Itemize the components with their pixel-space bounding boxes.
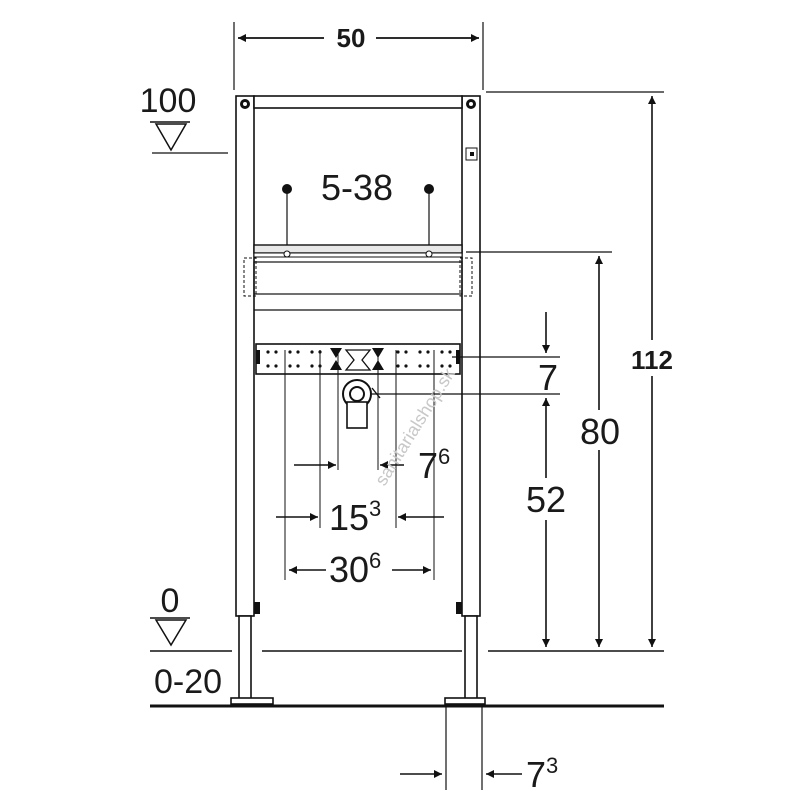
svg-text:73: 73: [526, 753, 558, 795]
drain-pipe: [346, 401, 368, 429]
level-marker-top: 100: [140, 82, 228, 154]
dimension-spacing-lines: [284, 350, 435, 580]
label-fixing-range: 5-38: [321, 167, 393, 208]
dimension-height-mid: 80: [466, 251, 626, 647]
dimension-spacing-inner: 76: [294, 444, 450, 486]
watermark: sanitarialshop.sk: [371, 364, 460, 489]
label-height-outlet: 52: [526, 479, 566, 520]
label-adjust-range: 0-20: [154, 663, 222, 701]
frame: 5-38: [230, 95, 486, 705]
label-spacing-mid: 15: [329, 497, 369, 538]
fixing-point-icon: [424, 184, 434, 194]
label-foot-width: 7: [526, 754, 546, 795]
svg-text:76: 76: [418, 444, 450, 486]
dimension-foot-width: 73: [400, 706, 558, 795]
level-triangle-icon: [154, 619, 188, 647]
floor-lines: [150, 650, 664, 708]
label-level-floor: 0: [161, 582, 180, 620]
label-height-mid: 80: [580, 411, 620, 452]
label-gap-small: 7: [538, 357, 558, 398]
dimension-spacing-outer: 306: [289, 548, 431, 590]
level-triangle-icon: [154, 123, 188, 152]
valve-icon: [330, 348, 342, 370]
label-spacing-inner: 7: [418, 445, 438, 486]
label-spacing-mid-sup: 3: [369, 496, 381, 521]
dimension-height-outlet: 7 52: [372, 312, 572, 647]
label-spacing-inner-sup: 6: [438, 444, 450, 469]
svg-text:306: 306: [329, 548, 381, 590]
label-spacing-outer-sup: 6: [369, 548, 381, 573]
dimension-width-top: 50: [233, 22, 484, 90]
label-height-total: 112: [631, 345, 673, 375]
dimension-height-total: 112: [486, 91, 678, 647]
label-width-top: 50: [337, 23, 366, 53]
label-spacing-outer: 30: [329, 549, 369, 590]
label-foot-width-sup: 3: [546, 753, 558, 778]
svg-text:153: 153: [329, 496, 381, 538]
level-marker-floor: 0 0-20: [150, 582, 222, 701]
dimension-spacing-mid: 153: [276, 496, 444, 538]
label-level-top: 100: [140, 82, 197, 120]
fixing-point-icon: [282, 184, 292, 194]
